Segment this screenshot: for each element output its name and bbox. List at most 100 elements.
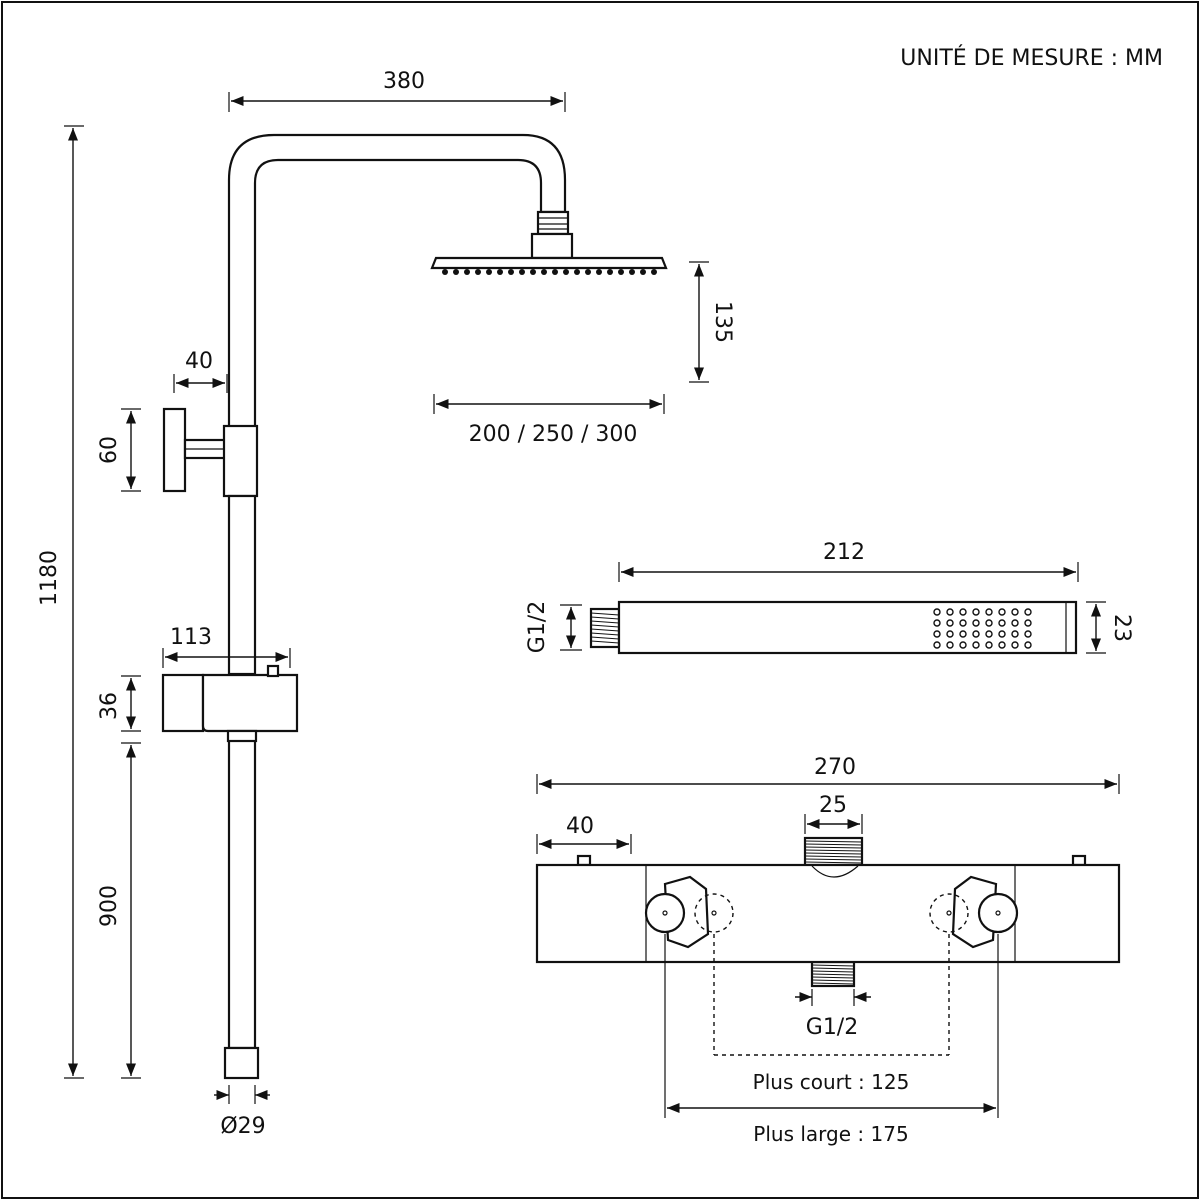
thread-line (811, 967, 855, 970)
thread-line (590, 636, 620, 640)
shower-head-nozzles (442, 269, 657, 275)
dim-slide-bar-label: 900 (97, 885, 122, 927)
dimension-bracket-offset: 40 (173, 349, 228, 393)
nozzle-dot (640, 269, 646, 275)
dim-holder-width-label: 113 (170, 625, 212, 650)
dim-arm-reach-label: 380 (383, 69, 425, 94)
nozzle-dot (998, 619, 1006, 627)
dimension-arm-reach: 380 (228, 69, 566, 112)
dim-mixer-outlet-label: G1/2 (806, 1015, 858, 1040)
nozzle-dot (972, 619, 980, 627)
nozzle-dot (453, 269, 459, 275)
nozzle-dot (1024, 630, 1032, 638)
dimension-hand-shower-diameter: 23 (1086, 601, 1134, 654)
thread-line (804, 852, 863, 855)
nozzle-dot (933, 630, 941, 638)
mixer-connector-left-round (644, 892, 686, 934)
nozzle-dot (985, 641, 993, 649)
holder-knob (266, 664, 280, 678)
dim-hand-shower-length-label: 212 (823, 540, 865, 565)
nozzle-dot (1011, 608, 1019, 616)
dim-head-diameter-label: 200 / 250 / 300 (469, 422, 638, 447)
holder-collar (226, 729, 258, 743)
mixer-connector-left-alt (694, 893, 734, 933)
thread-line (590, 640, 620, 644)
nozzle-dot (946, 630, 954, 638)
mixer-top-curve (811, 865, 859, 878)
arm-connector-nut (536, 210, 570, 236)
nozzle-dot (607, 269, 613, 275)
nozzle-dot (585, 269, 591, 275)
nozzle-dot (946, 619, 954, 627)
nozzle-dot (959, 630, 967, 638)
dim-hand-shower-diameter-label: 23 (1109, 614, 1134, 642)
nozzle-dot (651, 269, 657, 275)
thread-line (804, 855, 863, 858)
dim-hand-shower-thread-label: G1/2 (525, 601, 550, 653)
thread-line (804, 861, 863, 864)
nozzle-dot (933, 608, 941, 616)
hand-shower-thread-lines (590, 612, 620, 644)
nozzle-dot (596, 269, 602, 275)
nozzle-dot (959, 619, 967, 627)
hand-shower-thread (589, 607, 621, 649)
dimension-hand-shower-thread: G1/2 (525, 601, 582, 653)
dim-head-height-label: 135 (710, 301, 735, 343)
hand-shower-body (617, 600, 1078, 655)
mixer-body (535, 863, 1121, 964)
nozzle-dot (508, 269, 514, 275)
mixer-top-pin-left (576, 854, 592, 867)
dim-center-long-label: Plus large : 175 (753, 1122, 908, 1146)
nozzle-dot (972, 630, 980, 638)
slide-bar-upper (227, 494, 257, 676)
nozzle-dot (541, 269, 547, 275)
nozzle-dot (464, 269, 470, 275)
dim-mixer-width-label: 270 (814, 755, 856, 780)
dim-holder-height-label: 36 (97, 692, 122, 720)
dimension-hand-shower-length: 212 (618, 540, 1079, 582)
dim-pipe-diameter-label: Ø29 (220, 1114, 265, 1139)
thread-line (804, 840, 863, 843)
mixer-connector-right-alt (929, 893, 969, 933)
thread-line (590, 632, 620, 636)
slide-bar-lower (227, 728, 257, 1050)
nozzle-dot (972, 608, 980, 616)
nozzle-dot (1024, 619, 1032, 627)
wall-bracket-plate (162, 407, 187, 493)
nozzle-dot (959, 641, 967, 649)
holder-clamp (201, 673, 299, 733)
mixer-bottom-outlet-thread (811, 964, 855, 985)
mixer-connector-right (951, 875, 998, 949)
holder-body (161, 673, 205, 733)
nozzle-dot (486, 269, 492, 275)
thread-line (804, 843, 863, 846)
nozzle-dot (629, 269, 635, 275)
nozzle-dot (442, 269, 448, 275)
thread-line (811, 982, 855, 985)
dimension-center-short: Plus court : 125 (713, 934, 950, 1094)
nozzle-dot (574, 269, 580, 275)
dim-center-short-label: Plus court : 125 (753, 1070, 910, 1094)
head-swivel (530, 232, 574, 260)
dimension-total-height: 1180 (37, 125, 84, 1079)
nozzle-dot (933, 641, 941, 649)
thermostatic-mixer (535, 836, 1121, 988)
nozzle-dot (985, 619, 993, 627)
shower-column (161, 133, 668, 1080)
dimension-mixer-end-cap: 40 (536, 814, 632, 854)
nozzle-dot (1024, 608, 1032, 616)
riser-arm-tube (227, 133, 567, 428)
rain-shower-head (430, 256, 668, 270)
dim-mixer-inlet-label: 25 (819, 793, 847, 818)
slide-bar-cap (223, 1046, 260, 1080)
dimension-mixer-inlet: 25 (804, 793, 863, 834)
mixer-top-pin-right (1071, 854, 1087, 867)
nozzle-dot (497, 269, 503, 275)
dimension-mixer-width: 270 (536, 755, 1120, 794)
nozzle-dot (519, 269, 525, 275)
dimension-pipe-diameter: Ø29 (214, 1085, 270, 1139)
nozzle-dot (998, 630, 1006, 638)
nozzle-dot (1011, 619, 1019, 627)
